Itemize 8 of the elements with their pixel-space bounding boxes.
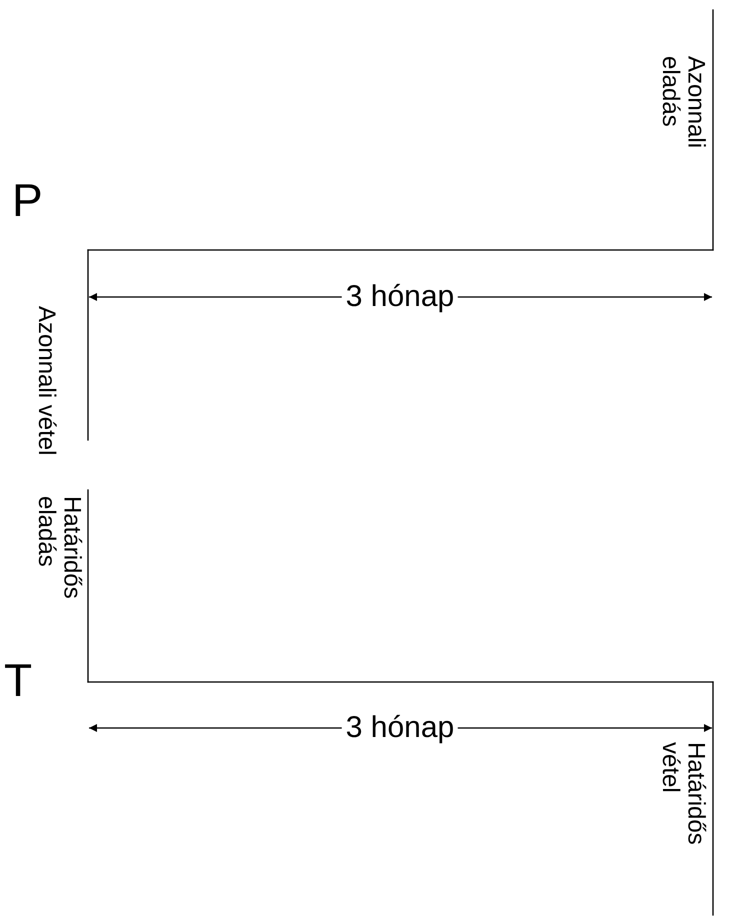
- side-label: Határidős eladás: [34, 496, 84, 601]
- side-label: Azonnali vétel: [34, 306, 60, 456]
- letter-label: T: [4, 656, 32, 704]
- side-label: Határidős vétel: [658, 742, 708, 847]
- letter-label: P: [12, 176, 43, 224]
- dimension-label: 3 hónap: [342, 712, 458, 744]
- dimension-label: 3 hónap: [342, 281, 458, 312]
- side-label: Azonnali eladás: [658, 56, 708, 150]
